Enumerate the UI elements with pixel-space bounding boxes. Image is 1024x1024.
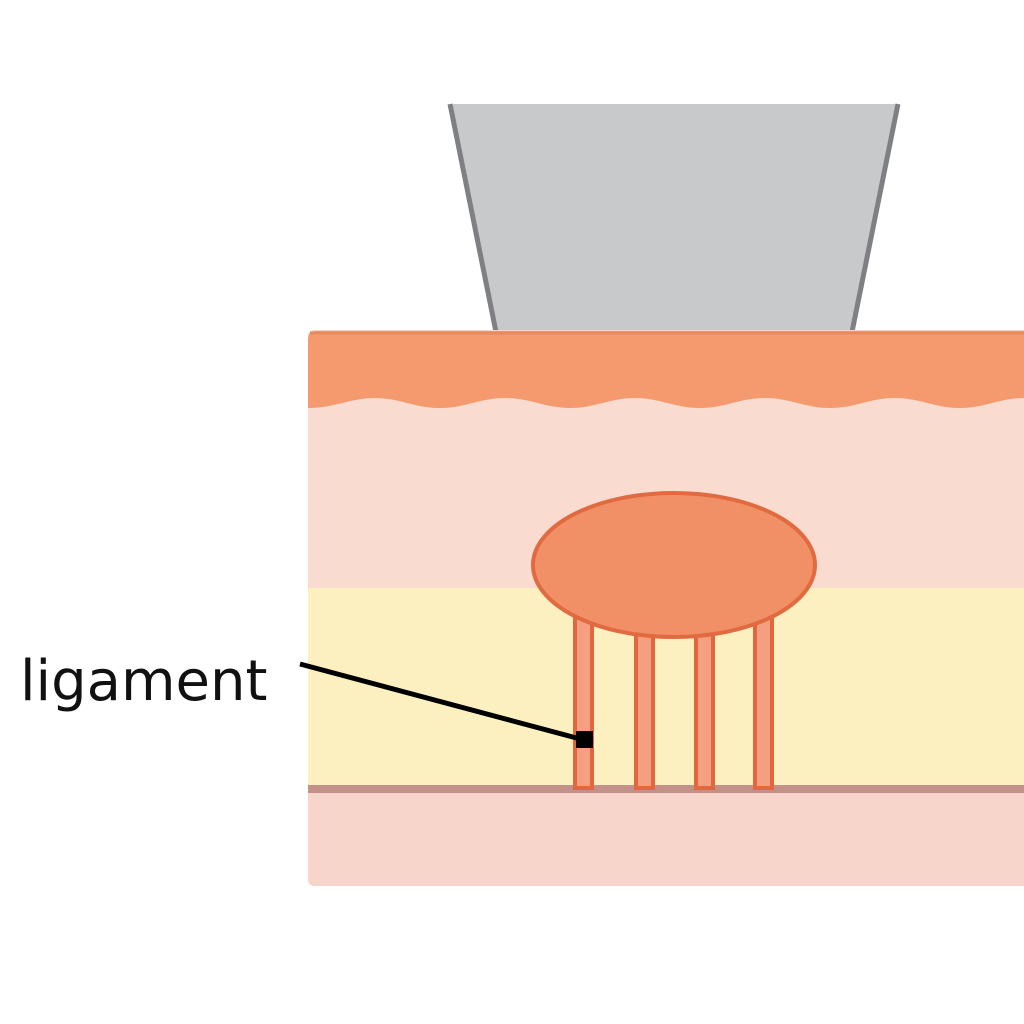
epidermis-layer <box>308 331 1024 408</box>
oval-structure <box>531 491 817 639</box>
probe-body <box>450 104 898 332</box>
leader-line <box>299 661 585 743</box>
probe-left-edge <box>447 103 499 333</box>
ligament-strand <box>573 610 594 790</box>
ligament-strand <box>753 610 774 790</box>
probe-right-edge <box>849 103 901 333</box>
ligament-label: ligament <box>20 649 267 714</box>
ligament-strand <box>634 610 655 790</box>
probe <box>447 103 901 333</box>
ligament-pointer <box>299 661 593 748</box>
ligament-strand <box>694 610 715 790</box>
pointer-marker <box>576 731 593 748</box>
fascia-line <box>308 785 1024 793</box>
